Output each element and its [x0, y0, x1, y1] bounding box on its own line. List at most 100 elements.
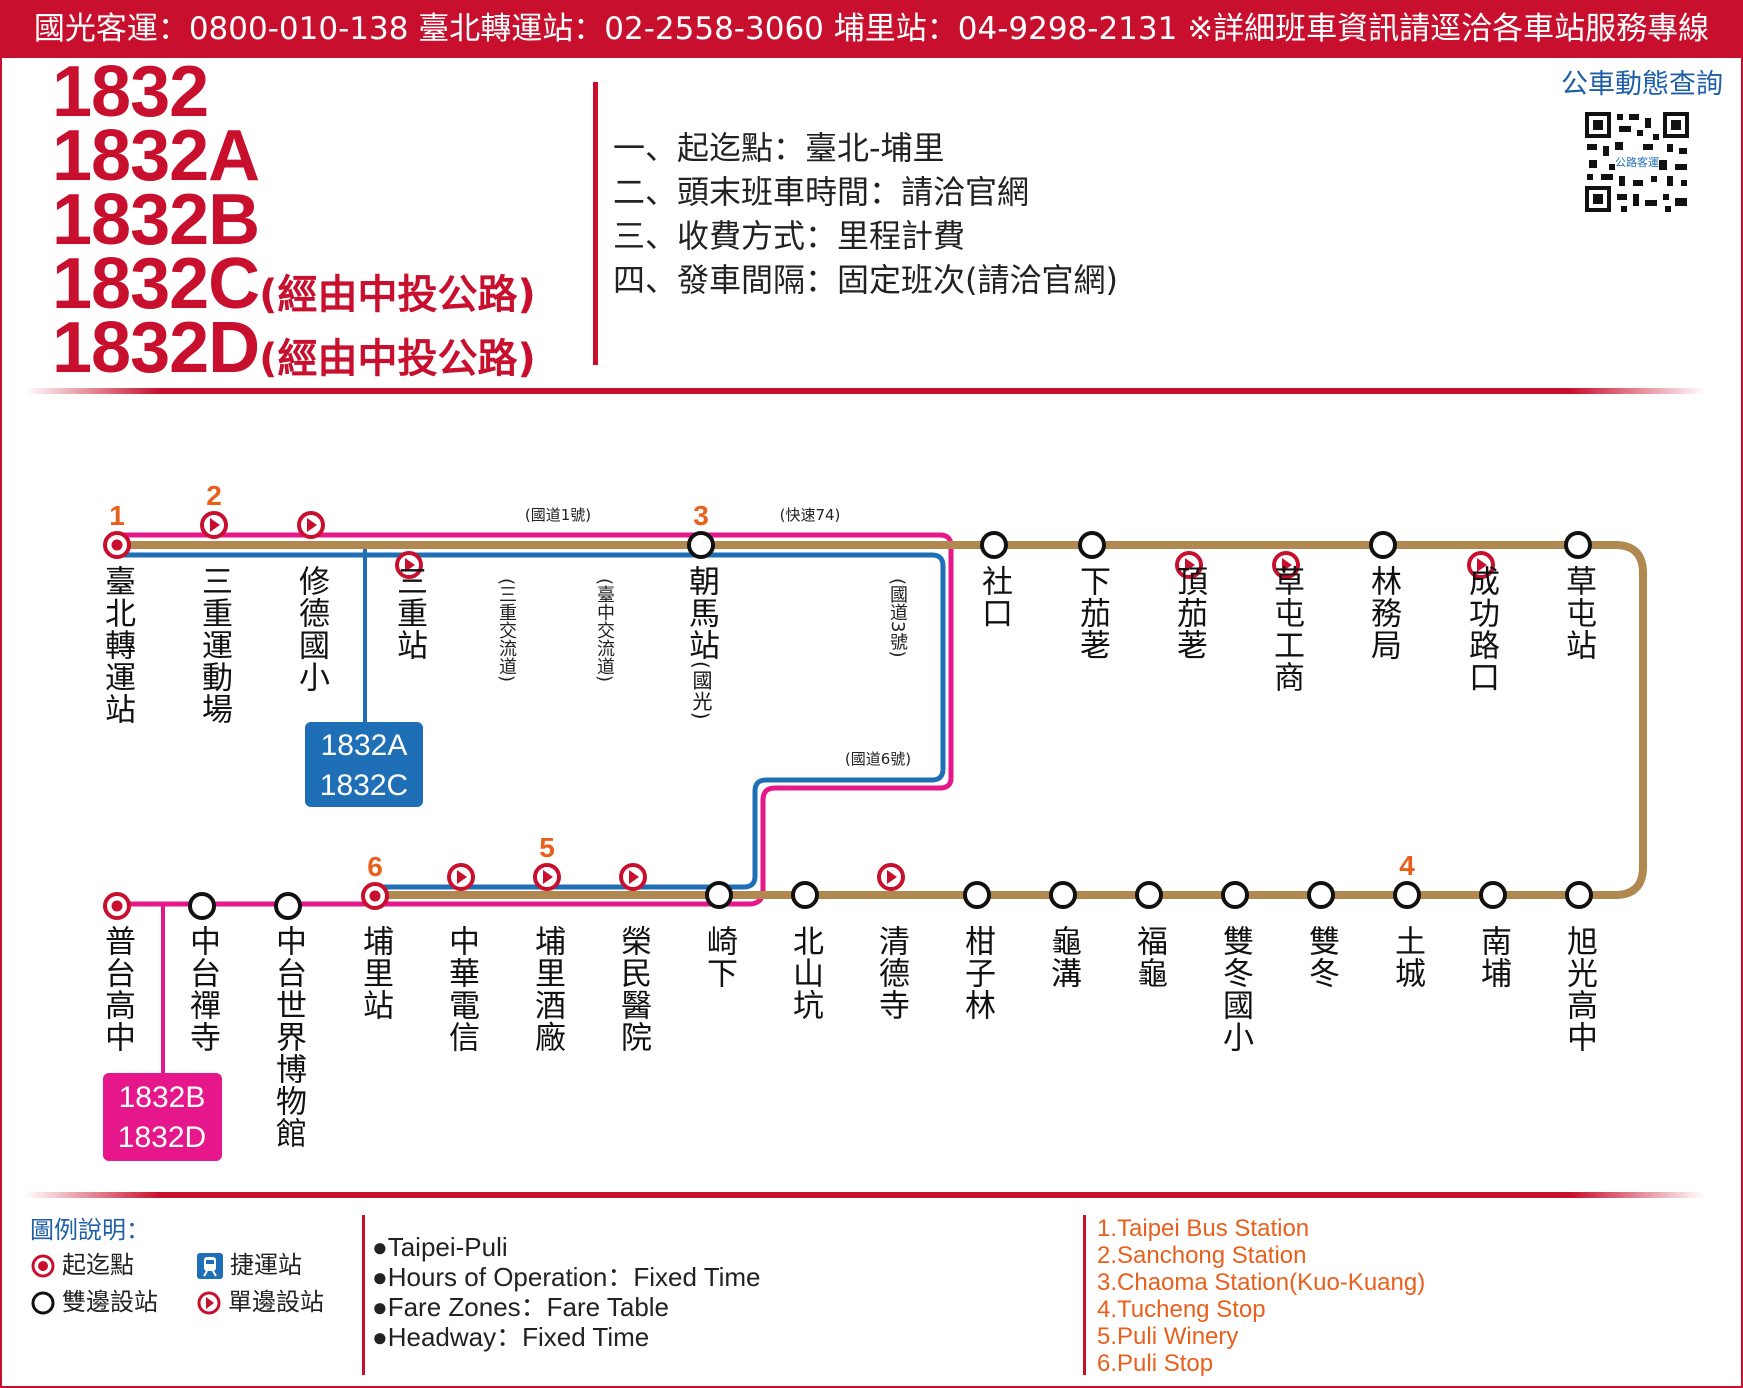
qr-code[interactable]: 公路客運 — [1583, 110, 1691, 214]
stop-marker-one-side — [1272, 551, 1300, 579]
one-side-stop-icon — [197, 1291, 221, 1315]
stop-marker-two-side — [1307, 881, 1335, 909]
en-stop-item: 3.Chaoma Station(Kuo-Kuang) — [1097, 1269, 1426, 1296]
en-stop-item: 2.Sanchong Station — [1097, 1242, 1307, 1269]
stop-name: 北山坑 — [787, 925, 823, 1021]
stop-name: 柑子林 — [959, 925, 995, 1021]
legend-divider — [1083, 1215, 1086, 1375]
stop-number-badge: 5 — [539, 832, 555, 863]
en-fare: ●Fare Zones：Fare Table — [372, 1292, 670, 1322]
legend: 圖例說明： — [30, 1210, 150, 1245]
en-endpoints: ●Taipei-Puli — [372, 1232, 508, 1262]
mrt-station-icon — [197, 1253, 223, 1279]
stop-marker-one-side — [1175, 551, 1203, 579]
stop-marker-two-side — [1135, 881, 1163, 909]
stop-name: 頂茄荖 — [1171, 565, 1207, 661]
stop-name: 埔里酒廠 — [529, 925, 565, 1053]
legend-two-side: 雙邊設站 — [30, 1282, 158, 1317]
stop-subname: (國光) — [689, 661, 713, 721]
stop-name: 林務局 — [1365, 565, 1401, 661]
stop-marker-two-side — [1221, 881, 1249, 909]
english-stop-list: 1.Taipei Bus Station 2.Sanchong Station … — [1097, 1215, 1425, 1377]
stop-name: 清德寺 — [873, 925, 909, 1021]
stop-name: 中華電信 — [443, 925, 479, 1053]
stop-marker-two-side — [791, 881, 819, 909]
stop-marker-two-side — [1564, 531, 1592, 559]
stop-name: 雙冬 — [1303, 925, 1339, 989]
stop-marker-two-side — [1565, 881, 1593, 909]
route-number: 1832 — [52, 52, 209, 132]
route-lines — [117, 532, 1647, 1078]
road-label-sanchong: (三重交流道) — [496, 578, 517, 683]
section-rule — [25, 388, 1705, 394]
stop-name: 下茄荖 — [1074, 565, 1110, 661]
route-info: 一、起迄點：臺北-埔里 二、頭末班車時間：請洽官網 三、收費方式：里程計費 四、… — [613, 126, 1118, 302]
branch-route-label: 1832C — [320, 769, 408, 802]
branch-route-label: 1832D — [118, 1121, 206, 1154]
stop-name: 雙冬國小 — [1217, 925, 1253, 1053]
stop-name: 南埔 — [1475, 925, 1511, 989]
stop-name: 龜溝 — [1045, 925, 1081, 989]
stop-marker-one-side — [297, 511, 325, 539]
stop-name: 三重站 — [391, 565, 427, 661]
stop-marker-one-side — [447, 863, 475, 891]
route-via: (經由中投公路) — [259, 336, 536, 382]
route-line-magenta — [117, 532, 954, 907]
stop-name: 中台世界博物館 — [270, 925, 306, 1149]
info-fare: 三、收費方式：里程計費 — [613, 217, 966, 255]
stop-marker-one-side — [200, 511, 228, 539]
route-number-list: 1832 1832A 1832B 1832C(經由中投公路) 1832D(經由中… — [52, 52, 536, 388]
en-stop-item: 5.Puli Winery — [1097, 1323, 1239, 1350]
info-endpoints: 一、起迄點：臺北-埔里 — [613, 129, 945, 167]
legend-mrt: 捷運站 — [196, 1245, 302, 1280]
stop-marker-one-side — [395, 551, 423, 579]
stop-marker-two-side — [274, 892, 302, 920]
english-info: ●Taipei-Puli ●Hours of Operation：Fixed T… — [372, 1232, 761, 1352]
stop-marker-terminal — [361, 882, 389, 910]
qr-logo: 公路客運 — [1615, 155, 1659, 169]
stop-marker-one-side — [619, 863, 647, 891]
stop-name: 普台高中 — [99, 925, 135, 1053]
section-rule — [25, 1192, 1705, 1198]
route-number: 1832B — [52, 180, 260, 260]
stop-marker-two-side — [1393, 881, 1421, 909]
stop-marker-two-side — [980, 531, 1008, 559]
route-number: 1832D(經由中投公路) — [52, 308, 536, 388]
stop-marker-two-side — [1078, 531, 1106, 559]
terminal-stop-icon — [31, 1254, 55, 1278]
en-stop-item: 1.Taipei Bus Station — [1097, 1215, 1310, 1242]
stop-marker-two-side — [188, 892, 216, 920]
route-number: 1832C(經由中投公路) — [52, 244, 536, 324]
realtime-bus-query-label: 公車動態查詢 — [1561, 69, 1723, 100]
branch-route-label: 1832B — [119, 1081, 206, 1114]
two-side-stop-icon — [31, 1291, 55, 1315]
stop-number-badge: 1 — [109, 500, 125, 531]
stop-marker-terminal — [103, 892, 131, 920]
stop-name: 中台禪寺 — [184, 925, 220, 1053]
stop-name: 修德國小 — [293, 565, 329, 693]
stop-marker-two-side — [1049, 881, 1077, 909]
qr-code-icon: 公路客運 — [1583, 110, 1691, 214]
road-label-n6: (國道6號) — [845, 750, 911, 768]
info-headway: 四、發車間隔：固定班次(請洽官網) — [613, 261, 1118, 299]
stop-name: 榮民醫院 — [615, 925, 651, 1053]
header-divider — [593, 82, 598, 365]
stop-marker-two-side — [963, 881, 991, 909]
en-headway: ●Headway：Fixed Time — [372, 1322, 650, 1352]
stop-number-badge: 3 — [693, 500, 709, 531]
stop-number-badge: 4 — [1399, 850, 1415, 881]
legend-divider — [362, 1215, 365, 1375]
road-label-n1: (國道1號) — [525, 506, 591, 524]
route-line-blue — [117, 552, 946, 890]
road-label-e74: (快速74) — [780, 506, 841, 524]
stop-marker-two-side — [687, 531, 715, 559]
stop-marker-one-side — [1467, 551, 1495, 579]
stop-name: 朝馬站(國光) — [683, 565, 719, 721]
contact-bar: 國光客運：0800-010-138 臺北轉運站：02-2558-3060 埔里站… — [0, 0, 1743, 58]
stop-name: 三重運動場 — [196, 565, 232, 725]
stop-name: 埔里站 — [357, 925, 393, 1021]
route-number: 1832A — [52, 116, 260, 196]
branch-box-bd: 1832B 1832D — [103, 1073, 222, 1161]
stop-marker-two-side — [1369, 531, 1397, 559]
